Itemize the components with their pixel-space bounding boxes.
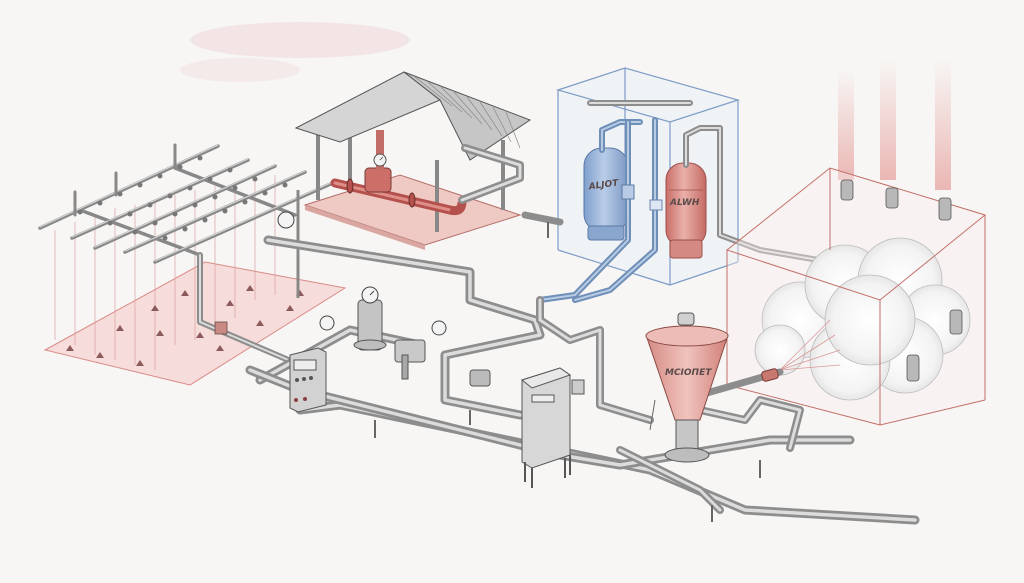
- control-cabinet: [520, 367, 585, 488]
- valve-cluster: [277, 211, 491, 387]
- sprinkler-feed-pipe: [197, 252, 303, 368]
- sprinkler-risers: [73, 143, 177, 217]
- pressure-gauge: [277, 211, 295, 229]
- red-tank-label: ALWH: [669, 198, 700, 208]
- pump-shelter: [294, 71, 532, 250]
- tank-enclosure: ALJOT ALWH: [537, 67, 833, 303]
- pump-assembly: [330, 130, 467, 216]
- steam-vent-nozzles: [840, 179, 963, 382]
- red-tank: ALWH: [665, 162, 707, 259]
- steam-plumes: [838, 60, 951, 190]
- steam-cloud: [754, 237, 971, 401]
- enclosure-gray-pipes: [587, 100, 833, 265]
- hopper-label: MCIOПET: [665, 368, 712, 378]
- steam-jet-lines: [779, 319, 841, 371]
- sprinkler-zone: [38, 143, 347, 386]
- sprinkler-nozzles: [77, 155, 288, 241]
- background-smoke: [180, 22, 410, 82]
- control-panel-left: [289, 347, 327, 413]
- blue-tank: ALJOT: [583, 147, 629, 241]
- hopper: MCIOПET: [645, 312, 729, 463]
- pressure-gauge: [431, 320, 447, 336]
- steam-chamber: [696, 60, 987, 426]
- steam-inlet-pipe: [696, 368, 784, 399]
- pressure-gauge: [319, 315, 335, 331]
- enclosure-blue-pipes: [537, 117, 663, 303]
- pipe-supports: [374, 222, 761, 522]
- sprinkler-valve: [214, 321, 228, 335]
- shelter-outlet-pipe: [458, 144, 524, 204]
- shelter-roof-right: [403, 71, 532, 161]
- blue-tank-label: ALJOT: [587, 178, 620, 192]
